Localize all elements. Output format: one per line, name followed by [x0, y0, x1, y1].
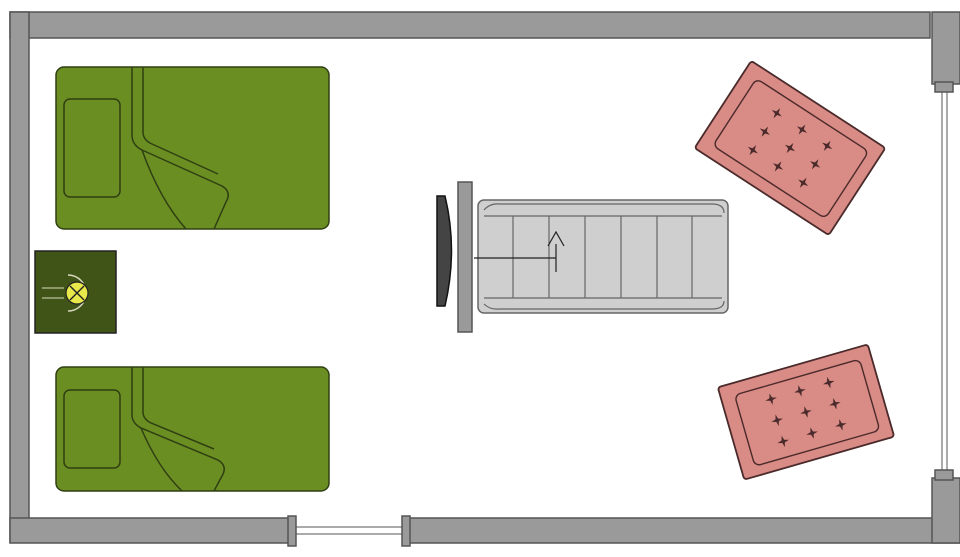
- wall-top: [9, 11, 931, 39]
- chair-tuft: [806, 427, 818, 439]
- chair-tuft: [759, 126, 770, 137]
- armchair-bottom: [717, 344, 895, 480]
- window-opening: [934, 81, 954, 481]
- bed-top-pillow: [63, 98, 121, 198]
- armchair-top: [694, 61, 886, 235]
- wall-bottom-right: [407, 517, 960, 544]
- door-jamb-right: [401, 515, 411, 547]
- armchair-bottom-tufts: [765, 376, 847, 448]
- bed-top-blanket-fold: [131, 67, 229, 230]
- chair-tuft: [796, 124, 808, 135]
- sofa-arrow: [474, 230, 565, 272]
- door-jamb-left: [287, 515, 297, 547]
- wall-right-top: [931, 11, 960, 85]
- bed-top: [55, 66, 330, 230]
- wall-bottom-left: [9, 517, 296, 544]
- bed-top-blanket-fold-inner: [142, 67, 219, 175]
- tv-screen: [436, 195, 453, 307]
- chair-tuft: [765, 393, 777, 405]
- lamp-icon: [65, 281, 89, 305]
- bed-bottom-blanket-fold: [131, 367, 225, 492]
- bed-bottom-blanket-crease: [140, 427, 183, 492]
- sofa-arm-top: [483, 203, 725, 214]
- walls: [9, 11, 960, 544]
- armchair-top-tufts: [747, 108, 833, 188]
- tv-stand: [457, 181, 473, 333]
- sofa-cushions: [512, 216, 693, 298]
- chair-tuft: [810, 159, 821, 170]
- bed-bottom-mattress: [55, 366, 330, 492]
- chair-tuft: [835, 419, 847, 431]
- door-opening: [287, 515, 411, 547]
- sofa-arm-bottom: [483, 300, 725, 310]
- nightstand: [34, 250, 117, 334]
- armchair-bottom-seat: [735, 359, 880, 466]
- wall-left: [9, 11, 30, 543]
- chair-tuft: [823, 376, 835, 389]
- bed-top-blanket-crease: [141, 149, 187, 230]
- chair-tuft: [794, 385, 806, 397]
- sofa-frame: [477, 199, 729, 314]
- window-jamb-top: [934, 81, 954, 93]
- armchair-top-seat: [714, 80, 868, 217]
- chair-tuft: [772, 161, 784, 172]
- bed-bottom: [55, 366, 330, 492]
- chair-tuft: [777, 435, 789, 448]
- tv-unit: [436, 181, 473, 333]
- window-jamb-bottom: [934, 469, 954, 481]
- chair-tuft: [798, 177, 809, 188]
- chair-tuft: [822, 140, 833, 151]
- bed-bottom-blanket-fold-inner: [142, 367, 215, 450]
- chair-tuft: [747, 145, 758, 156]
- chair-tuft: [800, 406, 812, 418]
- bed-bottom-pillow: [63, 389, 121, 469]
- sofa: [474, 199, 729, 314]
- bed-top-mattress: [55, 66, 330, 230]
- wall-right-bottom: [931, 477, 960, 544]
- chair-tuft: [771, 414, 783, 427]
- chair-tuft: [784, 142, 796, 154]
- chair-tuft: [771, 108, 782, 119]
- chair-tuft: [829, 397, 841, 410]
